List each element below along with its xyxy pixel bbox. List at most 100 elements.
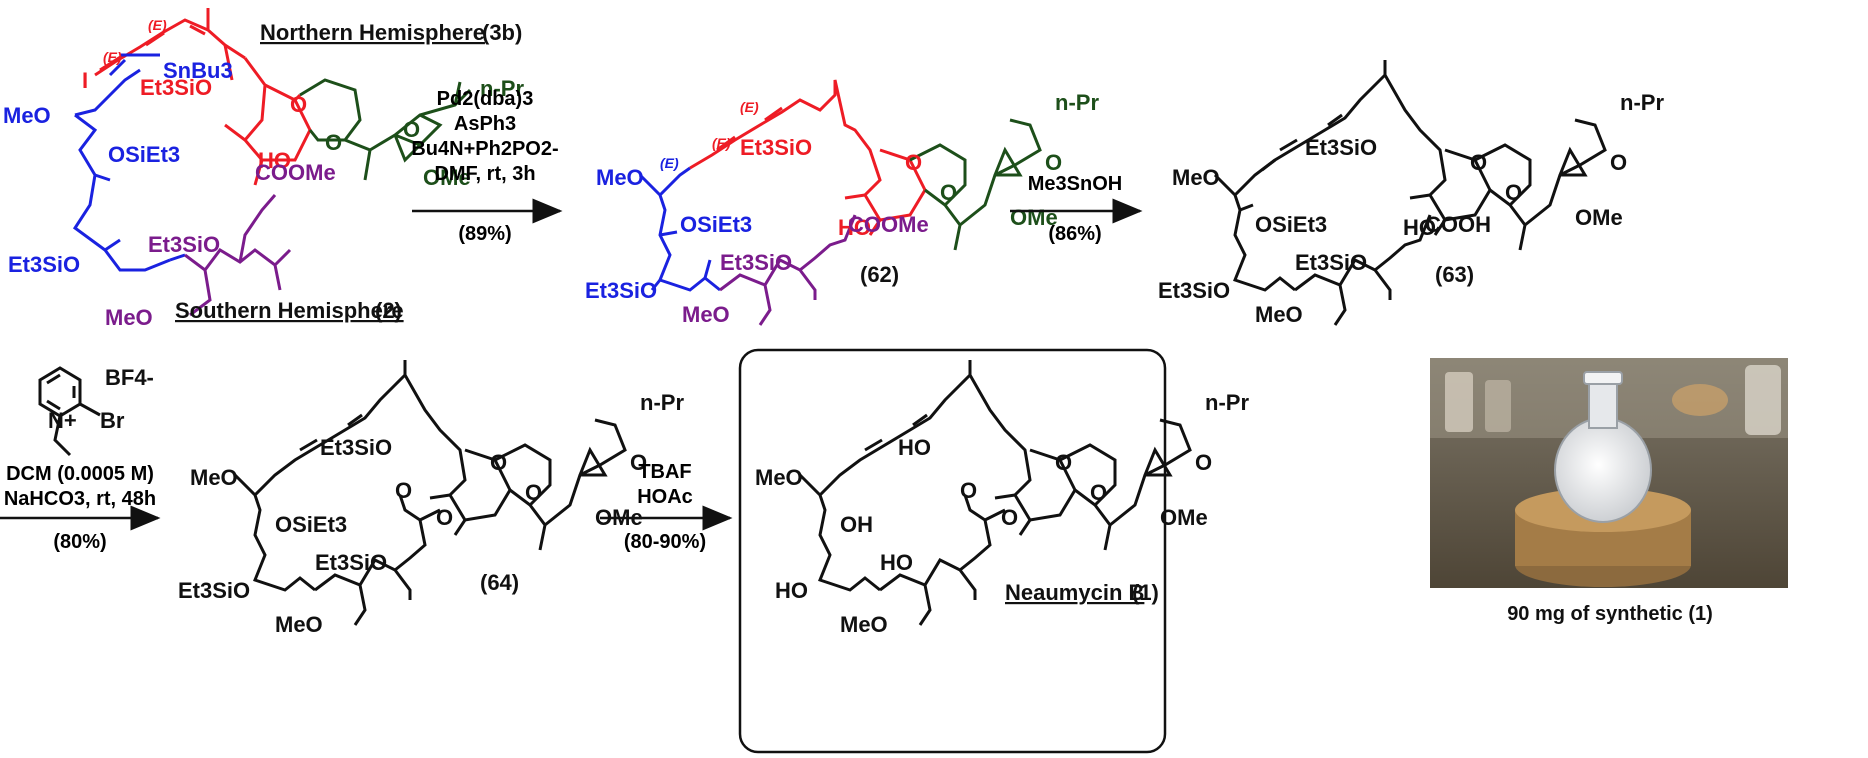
ho-label-b1: HO <box>898 435 931 460</box>
northern-hemisphere-number: (3b) <box>482 20 522 45</box>
compound-64-label: (64) <box>480 570 519 595</box>
neaumycin-b-structure <box>798 360 1117 626</box>
et3sio-label-63b: Et3SiO <box>1158 278 1230 303</box>
et3sio-label-64b: Et3SiO <box>178 578 250 603</box>
epoxide-o-a: O <box>403 117 420 142</box>
step4-conditions: TBAF HOAc (80-90%) <box>600 461 733 553</box>
npr-label-63: n-Pr <box>1620 90 1664 115</box>
ring-o-a2: O <box>325 130 342 155</box>
compound-62-structure <box>638 79 1042 326</box>
n-plus-label: N+ <box>48 408 77 433</box>
step3-conditions: BF4- Br N+ DCM (0.0005 M) NaHCO3, rt, 48… <box>0 365 161 553</box>
osiet3-label-62: OSiEt3 <box>680 212 752 237</box>
bf4-label: BF4- <box>105 365 154 390</box>
northern-hemisphere-structure <box>72 8 472 317</box>
compound-63-structure <box>1213 60 1607 326</box>
ring-o-63a: O <box>1470 150 1487 175</box>
pyridinium-reagent-structure <box>38 366 101 457</box>
et3sio-label-62c: Et3SiO <box>720 250 792 275</box>
oh-label-b1: OH <box>840 512 873 537</box>
ome-label-b: OMe <box>1160 505 1208 530</box>
osiet3-label-64: OSiEt3 <box>275 512 347 537</box>
meo-label-62: MeO <box>596 165 644 190</box>
et3sio-label-64c: Et3SiO <box>315 550 387 575</box>
step1-yield: (89%) <box>458 223 511 245</box>
meo-label-b2: MeO <box>840 612 888 637</box>
product-name: Neaumycin B <box>1005 580 1144 605</box>
step3-solvent: DCM (0.0005 M) <box>6 463 154 485</box>
ester-o-64: O <box>395 478 412 503</box>
et3sio-label-62: Et3SiO <box>740 135 812 160</box>
snbu3-label-a: SnBu3 <box>163 58 233 83</box>
step1-additive: Bu4N+Ph2PO2- <box>411 138 558 160</box>
npr-label-64: n-Pr <box>640 390 684 415</box>
meo-label-63b: MeO <box>1255 302 1303 327</box>
et3sio-label-a3: Et3SiO <box>148 232 220 257</box>
ome-label-62: OMe <box>1010 205 1058 230</box>
step4-yield: (80-90%) <box>624 531 706 553</box>
e-label-1: (E) <box>103 49 122 65</box>
coome-label-62: COOMe <box>848 212 929 237</box>
osiet3-label-63: OSiEt3 <box>1255 212 1327 237</box>
ome-label-63: OMe <box>1575 205 1623 230</box>
iodide-label: I <box>82 68 88 93</box>
epoxide-o-64: O <box>630 450 647 475</box>
ring-o-64a: O <box>490 450 507 475</box>
meo-label-b1: MeO <box>755 465 803 490</box>
meo-label-63: MeO <box>1172 165 1220 190</box>
product-photo <box>1430 358 1788 588</box>
ring-o-64b: O <box>525 480 542 505</box>
ho-label-b3: HO <box>880 550 913 575</box>
ester-o-b2: O <box>1001 505 1018 530</box>
ome-label-a: OMe <box>423 165 471 190</box>
et3sio-label-63: Et3SiO <box>1305 135 1377 160</box>
et3sio-label-63c: Et3SiO <box>1295 250 1367 275</box>
ring-o-62b: O <box>940 180 957 205</box>
photo-caption: 90 mg of synthetic (1) <box>1507 603 1713 625</box>
step1-catalyst: Pd2(dba)3 <box>437 88 534 110</box>
br-label: Br <box>100 408 125 433</box>
meo-label-a: MeO <box>3 103 51 128</box>
meo-label-64b: MeO <box>275 612 323 637</box>
epoxide-o-b: O <box>1195 450 1212 475</box>
ho-label-b2: HO <box>775 578 808 603</box>
epoxide-o-63: O <box>1610 150 1627 175</box>
et3sio-label-a: Et3SiO <box>140 75 212 100</box>
e-label-62b: (E) <box>712 135 731 151</box>
npr-label-b: n-Pr <box>1205 390 1249 415</box>
compound-63-label: (63) <box>1435 262 1474 287</box>
ring-o-b1: O <box>1055 450 1072 475</box>
step1-solvent: DMF, rt, 3h <box>434 163 535 185</box>
ring-o-62a: O <box>905 150 922 175</box>
ester-o-64b: O <box>436 505 453 530</box>
step2-yield: (86%) <box>1048 223 1101 245</box>
ho-label-63: HO <box>1403 215 1436 240</box>
step2-reagent: Me3SnOH <box>1028 173 1122 195</box>
meo-label-a2: MeO <box>105 305 153 330</box>
e-label-62c: (E) <box>740 99 759 115</box>
ester-o-b1: O <box>960 478 977 503</box>
ring-o-63b: O <box>1505 180 1522 205</box>
epoxide-o-62: O <box>1045 150 1062 175</box>
et3sio-label-64: Et3SiO <box>320 435 392 460</box>
et3sio-label-a2: Et3SiO <box>8 252 80 277</box>
cooh-label-63: COOH <box>1425 212 1491 237</box>
ho-label-a: HO <box>258 148 291 173</box>
product-number: (1) <box>1132 580 1159 605</box>
compound-62-label: (62) <box>860 262 899 287</box>
ring-o-b2: O <box>1090 480 1107 505</box>
step3-base: NaHCO3, rt, 48h <box>4 488 156 510</box>
meo-label-62b: MeO <box>682 302 730 327</box>
osiet3-label-a: OSiEt3 <box>108 142 180 167</box>
step2-conditions: Me3SnOH (86%) <box>1010 173 1143 245</box>
southern-hemisphere-caption: Southern Hemisphere <box>175 298 404 323</box>
ring-o-a1: O <box>290 92 307 117</box>
neaumycin-b-epoxide <box>1109 418 1192 527</box>
coome-label-a: COOMe <box>255 160 336 185</box>
step3-yield: (80%) <box>53 531 106 553</box>
e-label-62a: (E) <box>660 155 679 171</box>
northern-hemisphere-caption: Northern Hemisphere <box>260 20 485 45</box>
step1-ligand: AsPh3 <box>454 113 516 135</box>
et3sio-label-62b: Et3SiO <box>585 278 657 303</box>
